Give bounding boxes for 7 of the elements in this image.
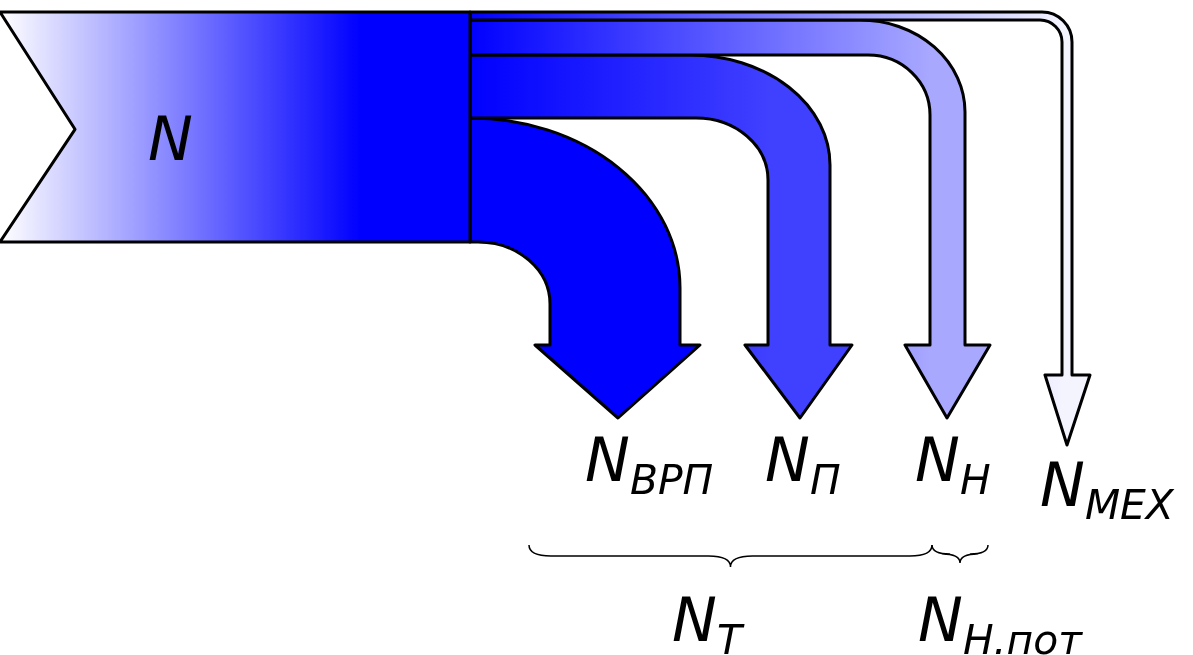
power-symbol: N$_{Н.пот}$ (918, 585, 1082, 655)
power-symbol: N$_{МЕХ}$ (1040, 450, 1174, 520)
power-symbol: N (148, 104, 193, 174)
flow-arrow (468, 10, 1092, 447)
power-symbol: N$_{ВРП}$ (585, 425, 714, 495)
power-symbol: N$_{П}$ (765, 425, 841, 495)
power-symbol: N$_{Н}$ (915, 425, 991, 495)
